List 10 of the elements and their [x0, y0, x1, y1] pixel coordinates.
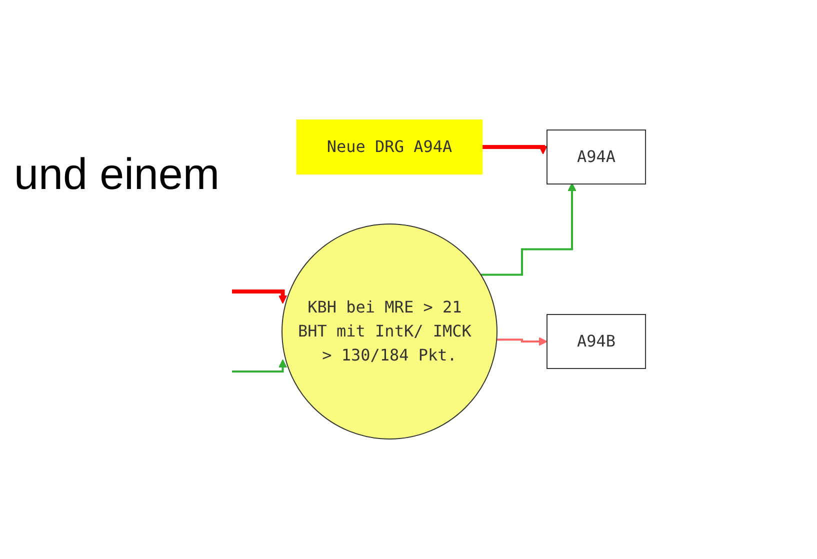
node-box: A94B: [546, 314, 646, 369]
node-box: A94A: [546, 130, 646, 184]
arrow: [232, 290, 287, 304]
arrow: [232, 359, 287, 372]
node-circle: KBH bei MRE > 21 BHT mit IntK/ IMCK > 130/184 Pkt.: [281, 224, 498, 440]
arrow: [496, 337, 548, 346]
node-box: Neue DRG A94A: [296, 120, 482, 174]
note-text: und einem: [14, 150, 220, 200]
arrow: [480, 182, 576, 276]
arrow: [482, 145, 548, 154]
